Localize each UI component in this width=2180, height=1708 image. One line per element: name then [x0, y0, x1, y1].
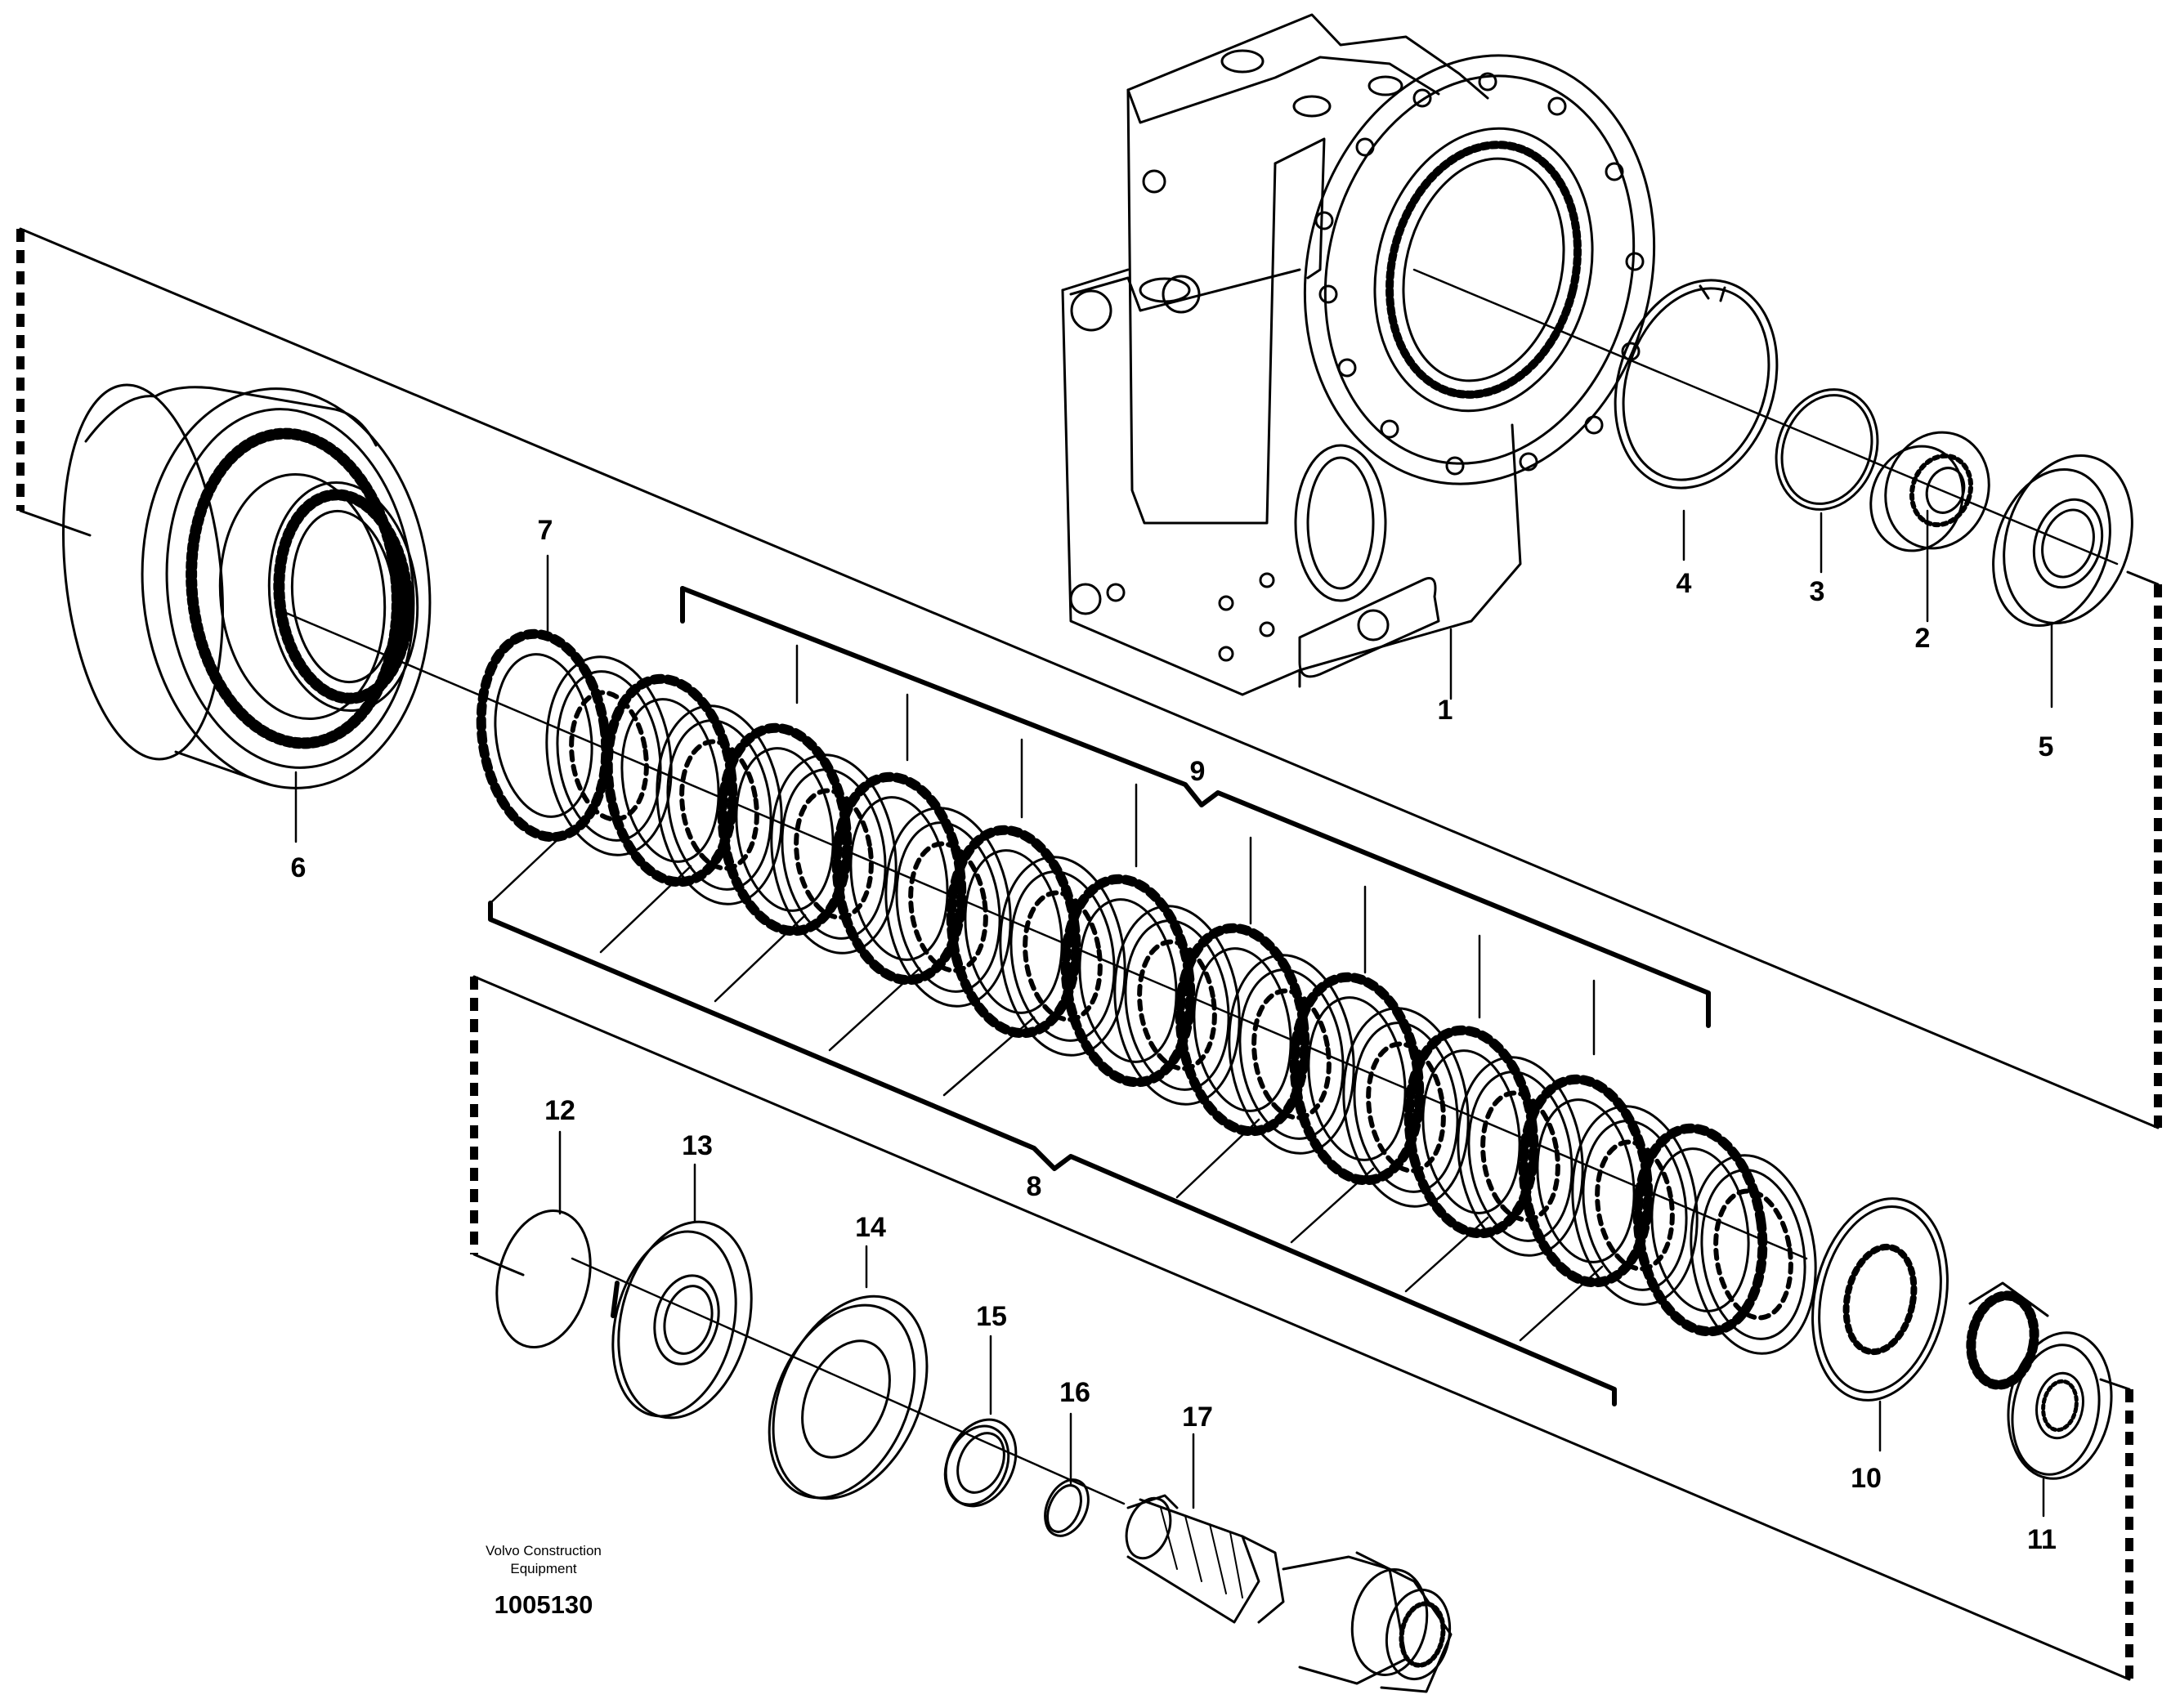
drawing-number: 1005130 [494, 1590, 593, 1619]
callout-5: 5 [2039, 731, 2054, 762]
boss-hole [1259, 621, 1275, 637]
leader-lines [294, 509, 2053, 1518]
callout-14: 14 [855, 1212, 886, 1243]
hub-11 [1966, 1281, 2113, 1480]
drum-face [141, 387, 432, 789]
circlip-16 [1044, 1478, 1090, 1537]
snap-ring-3 [1775, 388, 1879, 511]
boss-hole [1162, 275, 1201, 314]
callout-13: 13 [682, 1130, 713, 1161]
callout-17: 17 [1182, 1402, 1213, 1433]
friction-disc [1457, 1056, 1584, 1257]
callout-15: 15 [976, 1301, 1007, 1332]
callout-labels: 1 2 3 4 5 6 7 8 9 10 11 12 13 14 15 16 1… [291, 515, 2057, 1555]
brace-group-9 [680, 586, 1711, 1028]
callout-11: 11 [2027, 1524, 2057, 1555]
port [1220, 49, 1265, 74]
port [1357, 609, 1390, 642]
boss-hole [1218, 646, 1234, 662]
port [1292, 95, 1332, 118]
disc-spring-14 [768, 1294, 929, 1500]
brace-group-9-ticks [795, 644, 1596, 1056]
callout-12: 12 [544, 1095, 575, 1126]
callout-1: 1 [1438, 695, 1453, 726]
boss-hole [1070, 289, 1112, 332]
brace-group-8-ticks [489, 832, 1604, 1342]
friction-disc-end [1690, 1154, 1817, 1355]
boss-hole [1106, 583, 1126, 602]
credit-company-line2: Equipment [510, 1561, 577, 1576]
piston-13 [611, 1220, 753, 1420]
shim-12 [495, 1209, 592, 1349]
housing-flange [1303, 54, 1656, 485]
callout-9: 9 [1190, 756, 1206, 787]
friction-disc [999, 856, 1126, 1057]
thrust-plate-10 [1811, 1197, 1949, 1402]
washer-15 [943, 1418, 1018, 1508]
steel-disc-7 [476, 628, 611, 843]
boss-hole [1259, 572, 1275, 588]
clutch-disc-pack [476, 628, 1817, 1355]
callout-8: 8 [1027, 1171, 1042, 1202]
credit-company: Volvo Construction [486, 1543, 602, 1558]
assembly-frame-upper [16, 227, 2162, 1129]
callout-3: 3 [1810, 576, 1825, 607]
assembly-frame-lower [470, 975, 2133, 1681]
gearbox-housing [1061, 13, 1656, 696]
boss-hole [1142, 169, 1166, 194]
callout-4: 4 [1676, 568, 1692, 599]
port [1368, 75, 1403, 96]
shaft-17 [1125, 1494, 1453, 1693]
port [1139, 277, 1191, 303]
bearing-2 [1869, 431, 1990, 552]
callout-10: 10 [1851, 1463, 1882, 1494]
steel-disc [1632, 1123, 1768, 1337]
boss-hole [1218, 595, 1234, 611]
callout-7: 7 [538, 515, 553, 546]
snap-ring-4 [1614, 279, 1779, 490]
callout-16: 16 [1059, 1377, 1090, 1408]
boss-hole [1069, 583, 1102, 615]
seal-5 [1992, 454, 2133, 628]
callout-6: 6 [291, 852, 307, 883]
clutch-drum [62, 383, 432, 789]
callout-2: 2 [1915, 623, 1931, 654]
brace-group-8 [488, 901, 1617, 1406]
